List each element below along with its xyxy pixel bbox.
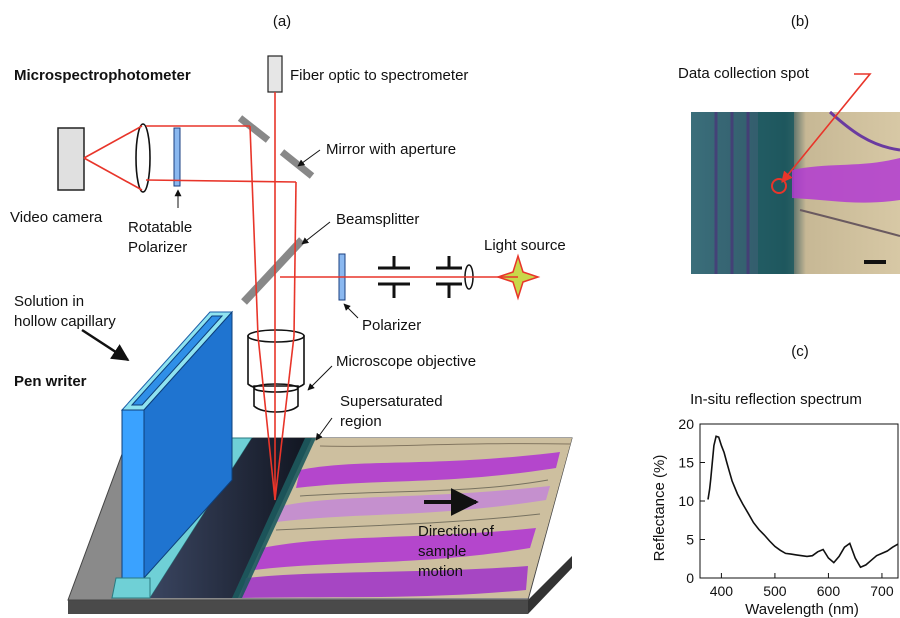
solution-label-line2: hollow capillary: [14, 313, 116, 330]
y-tick-label: 5: [686, 532, 694, 548]
x-tick-label: 400: [710, 583, 734, 599]
y-tick-label: 20: [678, 416, 694, 432]
chart-ylabel: Reflectance (%): [651, 455, 668, 562]
video-camera-label: Video camera: [10, 209, 103, 226]
supersaturated-label-line2: region: [340, 413, 382, 430]
aperture-icons: [378, 256, 462, 298]
direction-label-line1: Direction of: [418, 523, 495, 540]
solution-label-line1: Solution in: [14, 293, 84, 310]
objective-leader: [307, 365, 333, 391]
dark-film-region: [150, 438, 312, 598]
light-beams: [83, 92, 518, 501]
beamsplitter-label: Beamsplitter: [336, 211, 419, 228]
y-tick-label: 0: [686, 570, 694, 586]
beamsplitter-icon: [241, 237, 305, 305]
light-source-label: Light source: [484, 237, 566, 254]
panel-label-c: (c): [791, 343, 809, 360]
polarizer-leader: [343, 303, 359, 319]
scale-bar: [864, 260, 886, 264]
video-camera-icon: [57, 127, 85, 191]
supersaturated-leader: [315, 417, 333, 441]
direction-label-line3: motion: [418, 563, 463, 580]
rotatable-label: Rotatable: [128, 219, 192, 236]
rotatable-polarizer-label: Polarizer: [128, 239, 187, 256]
mirror-label: Mirror with aperture: [326, 141, 456, 158]
direction-label-line2: sample: [418, 543, 466, 560]
y-tick-label: 10: [678, 493, 694, 509]
camera-lens-icon: [135, 123, 151, 193]
pen-writer-label: Pen writer: [14, 373, 87, 390]
capillary-leader: [81, 328, 130, 362]
data-spot-leader: [781, 73, 872, 183]
rotatable-polarizer-icon: [173, 127, 181, 187]
y-tick-label: 15: [678, 455, 694, 471]
data-spot-label: Data collection spot: [678, 65, 810, 82]
chart-xlabel: Wavelength (nm): [745, 601, 859, 618]
fiber-optic-icon: [267, 55, 283, 93]
x-tick-label: 500: [763, 583, 787, 599]
microspectrophotometer-label: Microspectrophotometer: [14, 67, 191, 84]
supersaturated-label-line1: Supersaturated: [340, 393, 443, 410]
spectrum-chart: 0 5 10 15 20 400 500 600 700: [678, 416, 899, 599]
mirror-leader: [297, 149, 321, 167]
chart-title: In-situ reflection spectrum: [690, 391, 862, 408]
beamsplitter-leader: [301, 221, 331, 245]
micrograph: [691, 110, 900, 274]
panel-label-a: (a): [273, 13, 291, 30]
objective-label: Microscope objective: [336, 353, 476, 370]
spectrum-line: [707, 435, 899, 569]
mirror-with-aperture-icon: [237, 115, 315, 179]
data-spot-marker: [771, 178, 787, 194]
x-tick-label: 600: [817, 583, 841, 599]
microscope-objective-icon: [247, 329, 305, 413]
crystal-stripes: [240, 443, 571, 598]
pen-writer: [111, 310, 234, 599]
panel-label-b: (b): [791, 13, 809, 30]
fiber-optic-label: Fiber optic to spectrometer: [290, 67, 468, 84]
polarizer-label: Polarizer: [362, 317, 421, 334]
x-tick-label: 700: [870, 583, 894, 599]
